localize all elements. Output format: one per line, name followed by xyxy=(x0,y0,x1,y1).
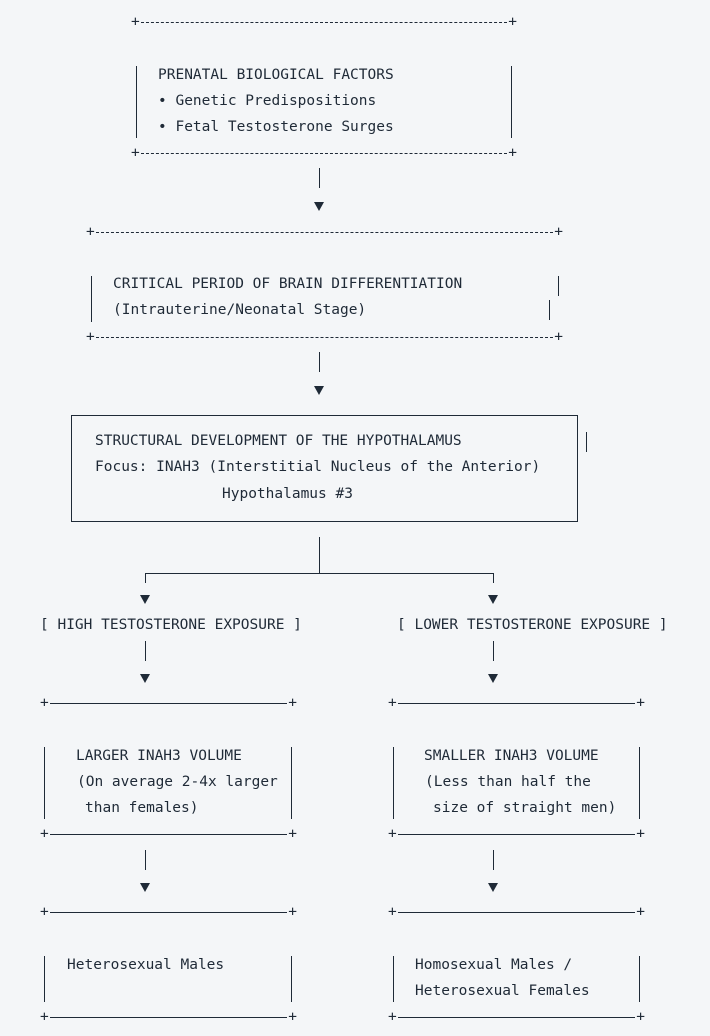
lower-exposure-label: [ LOWER TESTOSTERONE EXPOSURE ] xyxy=(397,617,668,633)
outcome-label: Heterosexual Males xyxy=(67,957,225,973)
connector-line xyxy=(145,641,146,661)
box-bottom-border: + + xyxy=(131,145,517,161)
box-left-border xyxy=(44,956,45,1002)
outcome-label: Heterosexual Females xyxy=(415,983,590,999)
box-right-border xyxy=(639,747,640,819)
box-left-border xyxy=(393,747,394,819)
connector-line xyxy=(319,352,320,372)
box-bottom-border: + + xyxy=(388,826,645,842)
box-right-border xyxy=(291,747,292,819)
down-arrow-icon xyxy=(488,595,498,604)
smaller-volume-detail: (Less than half the xyxy=(425,774,591,790)
box-left-border xyxy=(91,276,92,322)
outcome-label: Homosexual Males / xyxy=(415,957,573,973)
box-top-border: + + xyxy=(86,224,563,240)
box-right-border xyxy=(586,432,587,452)
connector-line xyxy=(145,573,146,583)
box-left-border xyxy=(44,747,45,819)
critical-title: CRITICAL PERIOD OF BRAIN DIFFERENTIATION xyxy=(113,276,463,292)
connector-line xyxy=(493,850,494,870)
down-arrow-icon xyxy=(140,883,150,892)
structural-focus-continued: Hypothalamus #3 xyxy=(222,486,353,502)
larger-volume-detail: than females) xyxy=(85,800,199,816)
down-arrow-icon xyxy=(140,595,150,604)
prenatal-title: PRENATAL BIOLOGICAL FACTORS xyxy=(158,67,394,83)
box-border xyxy=(71,415,578,522)
box-top-border: + + xyxy=(40,695,297,711)
connector-line xyxy=(319,168,320,188)
down-arrow-icon xyxy=(488,883,498,892)
down-arrow-icon xyxy=(488,674,498,683)
box-top-border: + + xyxy=(388,904,645,920)
box-right-border xyxy=(511,66,512,138)
connector-line xyxy=(319,537,320,573)
box-bottom-border: + + xyxy=(40,1009,297,1025)
box-top-border: + + xyxy=(40,904,297,920)
box-bottom-border: + + xyxy=(40,826,297,842)
box-top-border: + + xyxy=(388,695,645,711)
down-arrow-icon xyxy=(140,674,150,683)
structural-focus: Focus: INAH3 (Interstitial Nucleus of th… xyxy=(95,459,541,475)
smaller-volume-title: SMALLER INAH3 VOLUME xyxy=(424,748,599,764)
box-right-border xyxy=(549,300,550,320)
box-right-border xyxy=(558,276,559,296)
high-exposure-label: [ HIGH TESTOSTERONE EXPOSURE ] xyxy=(40,617,302,633)
prenatal-item: • Genetic Predispositions xyxy=(158,93,377,109)
critical-subtitle: (Intrauterine/Neonatal Stage) xyxy=(113,302,367,318)
box-left-border xyxy=(136,66,137,138)
connector-line xyxy=(145,850,146,870)
box-top-border: + + xyxy=(131,14,517,30)
connector-line xyxy=(493,641,494,661)
smaller-volume-detail: size of straight men) xyxy=(433,800,617,816)
branch-split-line xyxy=(145,573,494,574)
box-right-border xyxy=(639,956,640,1002)
box-right-border xyxy=(291,956,292,1002)
prenatal-item: • Fetal Testosterone Surges xyxy=(158,119,394,135)
connector-line xyxy=(493,573,494,583)
box-bottom-border: + + xyxy=(388,1009,645,1025)
larger-volume-detail: (On average 2-4x larger xyxy=(77,774,278,790)
structural-title: STRUCTURAL DEVELOPMENT OF THE HYPOTHALAM… xyxy=(95,433,462,449)
larger-volume-title: LARGER INAH3 VOLUME xyxy=(76,748,242,764)
down-arrow-icon xyxy=(314,202,324,211)
box-left-border xyxy=(393,956,394,1002)
box-bottom-border: + + xyxy=(86,329,563,345)
down-arrow-icon xyxy=(314,386,324,395)
